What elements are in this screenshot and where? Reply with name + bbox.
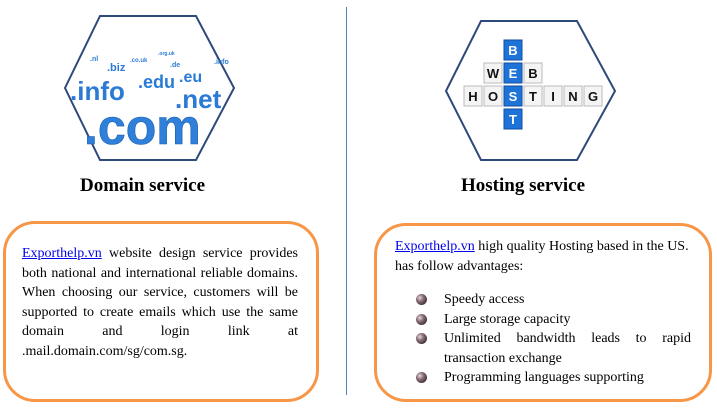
svg-text:.info: .info [70, 76, 125, 106]
vertical-divider [346, 7, 347, 395]
list-item: Unlimited bandwidth leads to rapid trans… [412, 329, 691, 368]
domain-description-box [3, 221, 319, 402]
svg-text:H: H [468, 89, 477, 104]
svg-text:.org.uk: .org.uk [158, 51, 175, 57]
hosting-intro-text: high quality Hosting based in the US. ha… [395, 239, 689, 274]
svg-text:B: B [528, 66, 537, 81]
hosting-hexagon-image: W B H O T I N G B E S T [444, 20, 617, 161]
bullet-ball-icon [416, 372, 427, 383]
svg-text:T: T [509, 112, 517, 127]
svg-text:G: G [588, 89, 598, 104]
svg-text:B: B [508, 43, 517, 58]
advantages-list: Speedy access Large storage capacity Unl… [412, 290, 691, 388]
domain-description-text: website design service provides both nat… [22, 246, 298, 359]
svg-text:S: S [509, 89, 518, 104]
bullet-ball-icon [416, 313, 427, 325]
list-item: Speedy access [412, 290, 691, 310]
svg-text:.eu: .eu [179, 69, 202, 86]
domain-hexagon-image: .nl .biz .co.uk .org.uk .de .info .info … [63, 15, 236, 161]
hosting-intro: Exporthelp.vn high quality Hosting based… [395, 237, 695, 276]
exporthelp-link[interactable]: Exporthelp.vn [22, 246, 102, 261]
svg-text:I: I [551, 89, 555, 104]
domain-description: Exporthelp.vn website design service pro… [22, 244, 298, 361]
domain-service-title: Domain service [80, 175, 206, 196]
hosting-service-title: Hosting service [461, 175, 586, 196]
hosting-description-box [374, 223, 712, 402]
svg-text:O: O [488, 89, 498, 104]
svg-text:.biz: .biz [107, 62, 126, 74]
svg-text:N: N [568, 89, 577, 104]
exporthelp-link[interactable]: Exporthelp.vn [395, 239, 475, 254]
svg-text:.nl: .nl [90, 56, 98, 63]
svg-text:E: E [509, 66, 518, 81]
svg-text:.com: .com [84, 99, 201, 155]
svg-text:W: W [487, 66, 500, 81]
bullet-ball-icon [416, 294, 427, 305]
svg-text:.info: .info [214, 59, 229, 66]
svg-text:.co.uk: .co.uk [130, 58, 148, 64]
svg-text:.net: .net [175, 84, 222, 114]
list-item: Programming languages supporting [412, 368, 691, 388]
svg-text:.de: .de [170, 62, 180, 69]
bullet-ball-icon [416, 333, 427, 344]
list-item: Large storage capacity [412, 310, 691, 330]
svg-text:T: T [529, 89, 537, 104]
svg-text:.edu: .edu [138, 72, 175, 92]
